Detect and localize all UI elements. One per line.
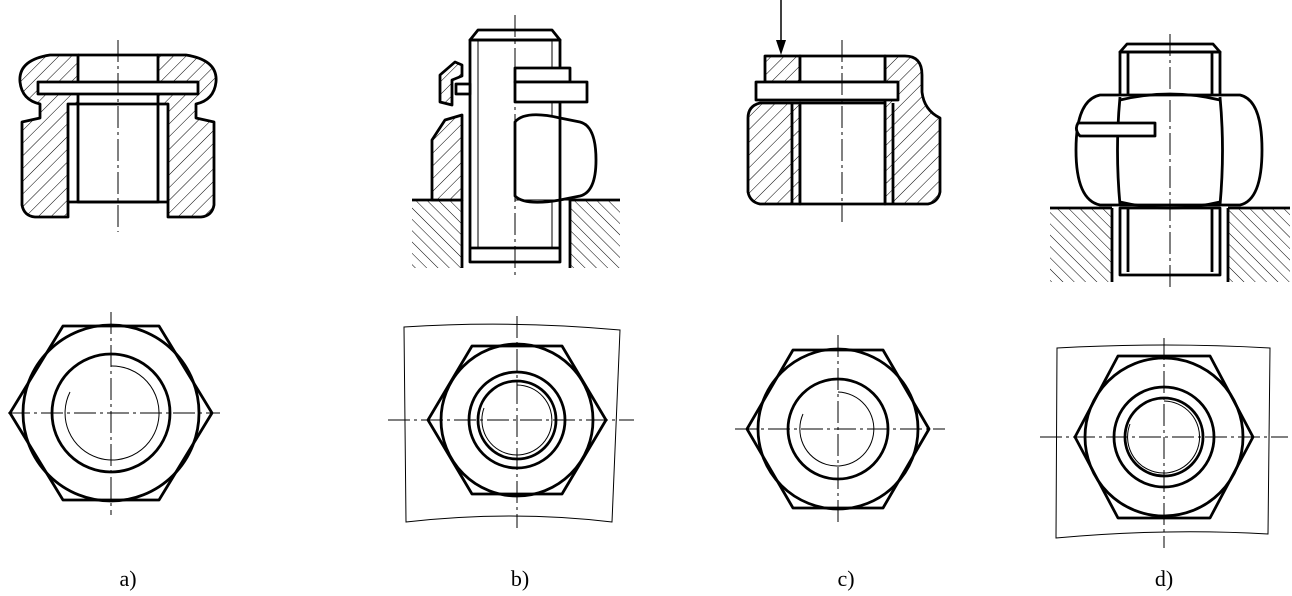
view-b-top (388, 316, 634, 528)
label-c: c) (837, 566, 854, 591)
view-d-top (1040, 338, 1288, 548)
label-b: b) (511, 566, 529, 591)
view-d-section (1050, 34, 1290, 290)
label-a: a) (119, 566, 136, 591)
view-c-top (735, 335, 945, 522)
view-a-top (8, 312, 220, 515)
view-b-section (412, 15, 620, 278)
label-d: d) (1155, 566, 1173, 591)
view-c-section (746, 0, 942, 222)
view-a-section (18, 40, 218, 232)
